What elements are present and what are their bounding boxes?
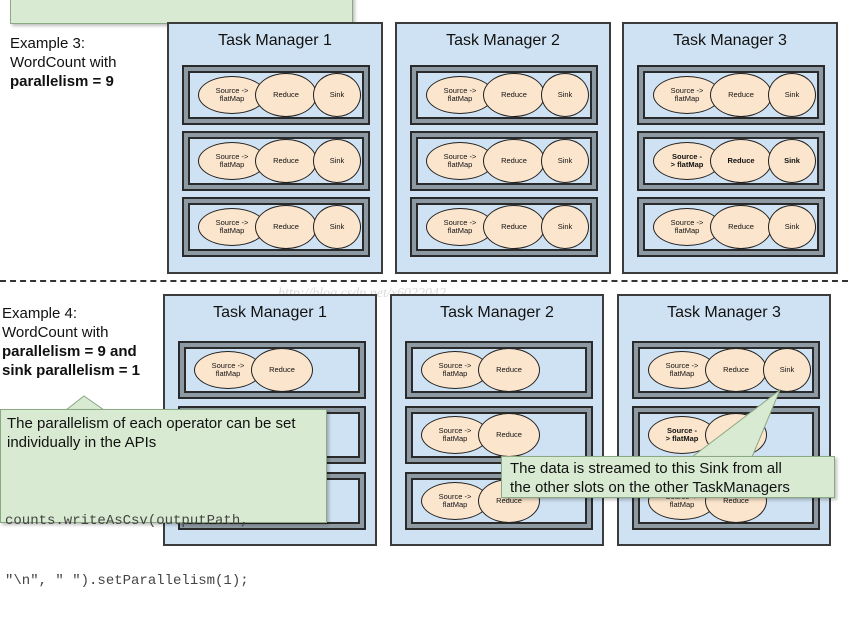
task-slot: Source ->flatMap Reduce	[178, 341, 366, 399]
example3-subtitle: WordCount with	[10, 54, 117, 71]
right-callout-line1: The data is streamed to this Sink from a…	[510, 460, 782, 477]
example4-parallelism: parallelism = 9 and	[2, 343, 137, 360]
task-manager-title: Task Manager 3	[673, 32, 787, 49]
reduce-operator: Reduce	[483, 73, 545, 117]
source-flatmap-operator: Source ->flatMap	[653, 76, 721, 114]
example3-title: Example 3:	[10, 35, 86, 52]
task-manager-title: Task Manager 1	[213, 304, 327, 321]
task-slot: Source ->flatMap Reduce Sink	[182, 197, 370, 257]
source-flatmap-operator: Source ->flatMap	[648, 351, 716, 389]
left-callout: The parallelism of each operator can be …	[0, 409, 327, 589]
reduce-operator: Reduce	[255, 139, 317, 183]
reduce-operator: Reduce	[705, 348, 767, 392]
sink-operator: Sink	[763, 348, 811, 392]
sink-operator: Sink	[313, 205, 361, 249]
source-flatmap-operator: Source ->flatMap	[426, 208, 494, 246]
source-flatmap-operator: Source ->flatMap	[426, 142, 494, 180]
task-slot: Source ->flatMap Reduce Sink	[182, 131, 370, 191]
source-flatmap-operator: Source ->flatMap	[421, 416, 489, 454]
left-callout-code-line2: "\n", " ").setParallelism(1);	[5, 573, 249, 589]
example4-subtitle: WordCount with	[2, 324, 109, 341]
task-manager-1-top: Task Manager 1 Source ->flatMap Reduce S…	[167, 22, 383, 274]
source-flatmap-operator: Source ->flatMap	[421, 351, 489, 389]
task-slot: Source ->flatMap Reduce Sink	[637, 65, 825, 125]
task-slot: Source ->flatMap Reduce	[405, 406, 593, 464]
task-slot: Source -> flatMap Reduce Sink	[637, 131, 825, 191]
source-flatmap-operator: Source ->flatMap	[194, 351, 262, 389]
sink-operator: Sink	[768, 205, 816, 249]
sink-operator: Sink	[313, 73, 361, 117]
task-slot: Source ->flatMap Reduce Sink	[182, 65, 370, 125]
sink-operator: Sink	[541, 73, 589, 117]
right-callout: The data is streamed to this Sink from a…	[501, 456, 835, 498]
left-callout-code-line1: counts.writeAsCsv(outputPath,	[5, 513, 249, 529]
task-slot: Source ->flatMap Reduce Sink	[637, 197, 825, 257]
reduce-operator: Reduce	[483, 205, 545, 249]
reduce-operator: Reduce	[710, 139, 772, 183]
example4-title: Example 4:	[2, 305, 78, 322]
task-manager-2-top: Task Manager 2 Source ->flatMap Reduce S…	[395, 22, 611, 274]
reduce-operator: Reduce	[483, 139, 545, 183]
left-callout-text-line1: The parallelism of each operator can be …	[7, 415, 296, 432]
source-flatmap-operator: Source ->flatMap	[421, 482, 489, 520]
sink-operator: Sink	[768, 73, 816, 117]
example3-parallelism: parallelism = 9	[10, 73, 114, 90]
task-slot: Source ->flatMap Reduce Sink	[632, 341, 820, 399]
task-manager-title: Task Manager 3	[667, 304, 781, 321]
section-divider	[0, 280, 848, 282]
example3-label: Example 3: WordCount with parallelism = …	[10, 34, 116, 91]
sink-operator: Sink	[541, 205, 589, 249]
task-manager-2-bottom: Task Manager 2 Source ->flatMap Reduce S…	[390, 294, 604, 546]
task-manager-title: Task Manager 2	[440, 304, 554, 321]
reduce-operator: Reduce	[710, 73, 772, 117]
task-manager-title: Task Manager 1	[218, 32, 332, 49]
reduce-operator: Reduce	[255, 205, 317, 249]
example4-sink-parallelism: sink parallelism = 1	[2, 362, 140, 379]
sink-operator: Sink	[313, 139, 361, 183]
reduce-operator: Reduce	[478, 348, 540, 392]
reduce-operator: Reduce	[251, 348, 313, 392]
task-slot: Source ->flatMap Reduce Sink	[410, 197, 598, 257]
source-flatmap-operator: Source ->flatMap	[198, 142, 266, 180]
left-callout-text-line2: individually in the APIs	[7, 434, 157, 451]
reduce-operator: Reduce	[710, 205, 772, 249]
task-manager-title: Task Manager 2	[446, 32, 560, 49]
task-slot: Source ->flatMap Reduce Sink	[410, 65, 598, 125]
task-manager-3-top: Task Manager 3 Source ->flatMap Reduce S…	[622, 22, 838, 274]
task-slot: Source ->flatMap Reduce Sink	[410, 131, 598, 191]
sink-operator: Sink	[768, 139, 816, 183]
right-callout-line2: the other slots on the other TaskManager…	[510, 479, 790, 496]
sink-operator: Sink	[541, 139, 589, 183]
source-flatmap-operator: Source ->flatMap	[426, 76, 494, 114]
reduce-operator: Reduce	[478, 413, 540, 457]
source-flatmap-operator: Source -> flatMap	[653, 142, 721, 180]
example4-label: Example 4: WordCount with parallelism = …	[2, 304, 140, 380]
task-slot: Source ->flatMap Reduce	[405, 341, 593, 399]
reduce-operator: Reduce	[255, 73, 317, 117]
